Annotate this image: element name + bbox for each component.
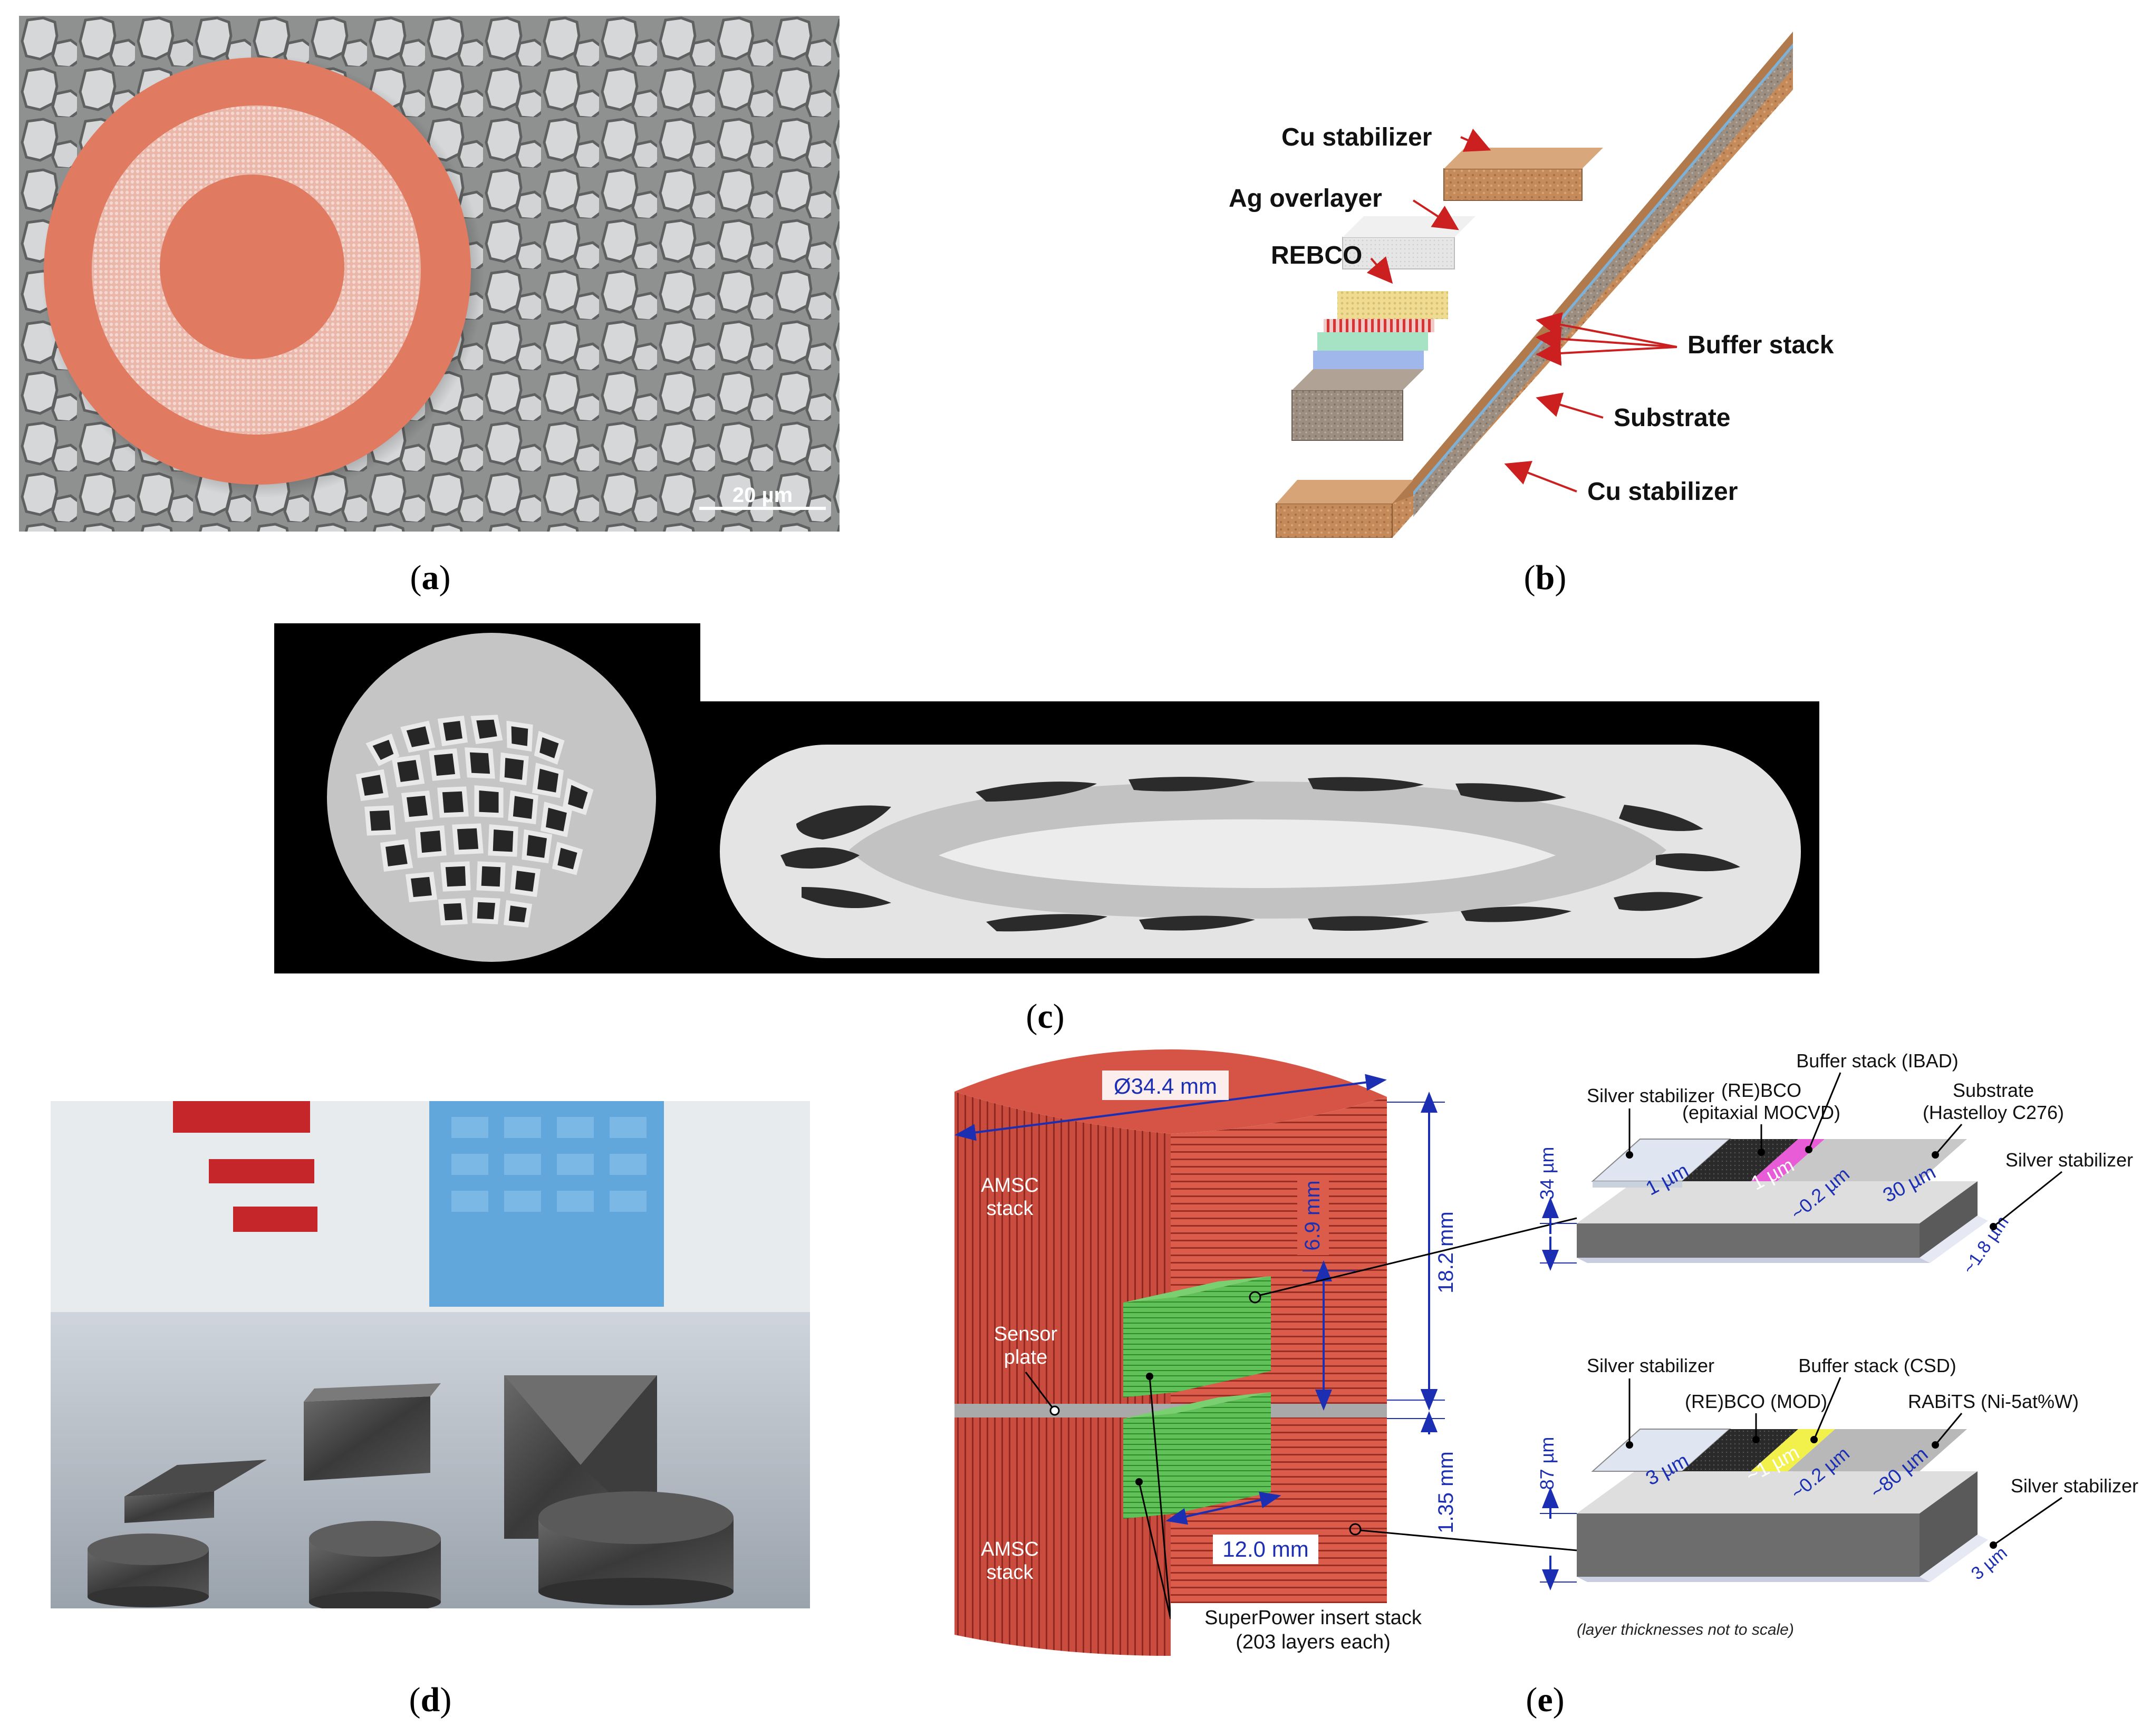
label-cu-stabilizer-bottom: Cu stabilizer	[1587, 478, 1738, 506]
panel-c-wire-cross-sections	[274, 623, 1819, 973]
lbl-top-rebco-1: (RE)BCO	[1721, 1079, 1801, 1101]
lbl-bottom-substrate: RABiTS (Ni-5at%W)	[1908, 1391, 2079, 1412]
label-sensor-1: Sensor	[994, 1323, 1058, 1345]
label-amsc-stack-bottom-2: stack	[987, 1561, 1034, 1584]
panel-e-stack-diagram: AMSC stack Sensor plate AMSC stack Ø34.4…	[944, 1049, 2141, 1661]
dim-12-0mm: 12.0 mm	[1222, 1537, 1308, 1561]
copper-core	[160, 175, 344, 359]
label-rebco: REBCO	[1271, 242, 1362, 269]
label-amsc-stack-bottom-1: AMSC	[981, 1538, 1039, 1560]
panel-c-label: (c)	[1026, 997, 1065, 1036]
panel-a-label: (a)	[410, 558, 451, 597]
lbl-top-substrate-2: (Hastelloy C276)	[1923, 1102, 2064, 1123]
panel-b-tape-diagram: Cu stabilizer Ag overlayer REBCO Buffer …	[1213, 11, 1877, 538]
label-insert-2: (203 layers each)	[1236, 1631, 1391, 1653]
thk-bottom-total: 87 µm	[1536, 1437, 1558, 1490]
tape-rabits	[1577, 1429, 1988, 1582]
scale-bar-label: 20 µm	[732, 484, 793, 507]
panel-d-bulk-samples-photo	[51, 1101, 810, 1608]
lbl-top-silver-right: Silver stabilizer	[2005, 1149, 2133, 1171]
label-cu-stabilizer-top: Cu stabilizer	[1281, 123, 1432, 151]
red-panel	[173, 1101, 310, 1133]
lbl-top-silver-left: Silver stabilizer	[1587, 1085, 1714, 1106]
tape-filaments	[780, 777, 1740, 932]
label-substrate: Substrate	[1614, 404, 1730, 432]
small-rectangular-sample	[124, 1460, 267, 1523]
tape-ibad	[1577, 1139, 1988, 1263]
lbl-bottom-buffer: Buffer stack (CSD)	[1798, 1355, 1956, 1376]
large-disc-sample	[538, 1491, 734, 1605]
dim-6-9mm: 6.9 mm	[1301, 1180, 1324, 1250]
superpower-insert-stacks	[1123, 1276, 1271, 1519]
label-buffer-stack: Buffer stack	[1687, 331, 1834, 359]
medium-rectangular-sample	[304, 1383, 441, 1481]
label-insert-1: SuperPower insert stack	[1204, 1607, 1422, 1629]
small-disc-sample	[88, 1534, 209, 1607]
panel-d-label: (d)	[409, 1681, 452, 1719]
label-sensor-2: plate	[1004, 1346, 1047, 1368]
label-ag-overlayer: Ag overlayer	[1229, 185, 1382, 213]
lbl-top-rebco-2: (epitaxial MOCVD)	[1682, 1102, 1840, 1123]
lbl-bottom-silver-left: Silver stabilizer	[1587, 1355, 1714, 1376]
panel-b-label: (b)	[1523, 558, 1567, 597]
label-amsc-stack-top-1: AMSC	[981, 1174, 1039, 1197]
thk-top-total: 34 µm	[1536, 1147, 1558, 1200]
note-not-to-scale: (layer thicknesses not to scale)	[1577, 1621, 1794, 1638]
round-wire-filaments	[355, 715, 594, 928]
lbl-bottom-rebco: (RE)BCO (MOD)	[1685, 1391, 1827, 1412]
medium-disc-sample	[309, 1521, 441, 1608]
dim-1-35mm: 1.35 mm	[1434, 1451, 1458, 1534]
panel-a-micrograph: 20 µm	[19, 16, 840, 532]
label-amsc-stack-top-2: stack	[987, 1198, 1034, 1220]
panel-e-label: (e)	[1526, 1681, 1565, 1719]
dim-diameter: Ø34.4 mm	[1114, 1074, 1217, 1098]
lbl-top-buffer: Buffer stack (IBAD)	[1796, 1050, 1958, 1072]
lbl-bottom-silver-right: Silver stabilizer	[2011, 1475, 2138, 1497]
lbl-top-substrate-1: Substrate	[1953, 1079, 2034, 1101]
